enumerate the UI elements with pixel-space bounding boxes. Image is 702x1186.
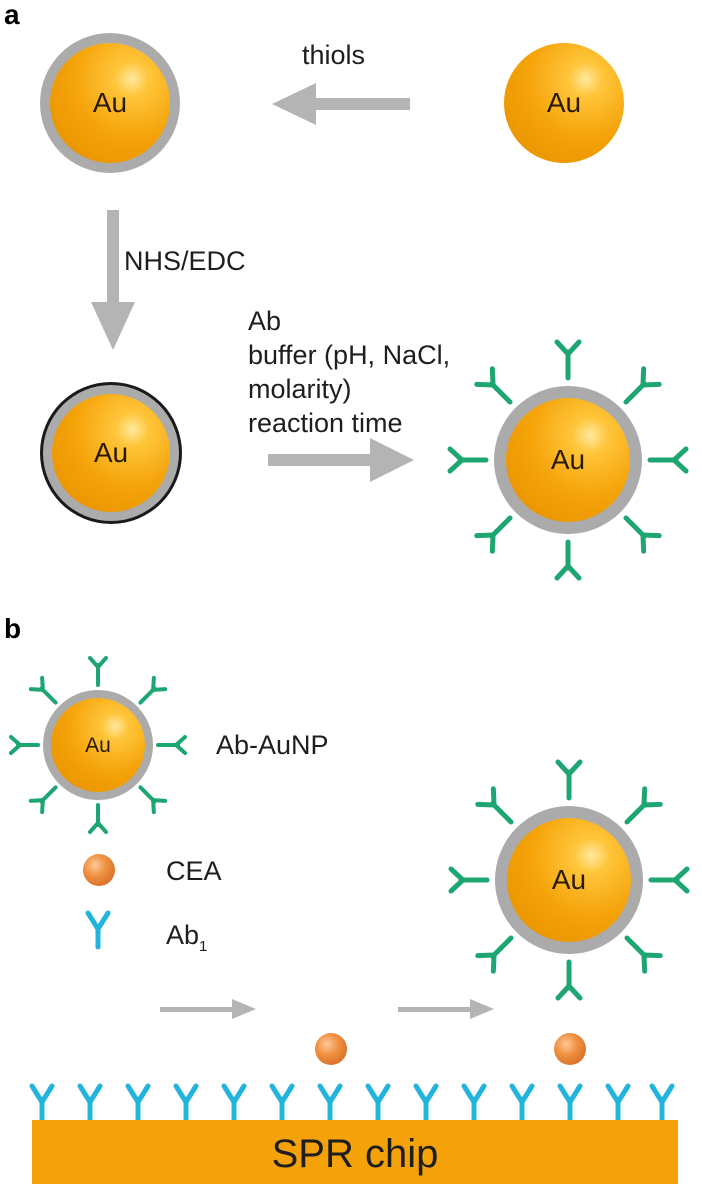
au-label: Au [93, 87, 127, 118]
panel-a-label: a [4, 0, 20, 30]
panel-b-label: b [4, 613, 21, 644]
legend-ab-aunp-label: Ab-AuNP [216, 730, 329, 760]
condition-line-1: Ab [248, 306, 281, 336]
antibody-gold-conjugate: Au [450, 342, 686, 578]
cea-antigen-bound [315, 1033, 347, 1065]
process-arrow-2 [398, 999, 494, 1019]
au-label: Au [552, 864, 586, 895]
bare-gold-particle: Au [504, 43, 624, 163]
ab1-subscript: 1 [199, 938, 207, 955]
spr-chip-label: SPR chip [272, 1132, 439, 1176]
au-label: Au [547, 87, 581, 118]
cea-antigen-sandwich [554, 1033, 586, 1065]
legend-ab1-icon [88, 913, 108, 947]
thiols-label: thiols [302, 40, 365, 70]
ab1-base: Ab [166, 920, 199, 950]
spr-chip: SPR chip [32, 1120, 678, 1184]
thiols-arrow [272, 83, 410, 125]
legend-ab1-label: Ab1 [166, 920, 207, 955]
process-arrow-1 [160, 999, 256, 1019]
nhs-edc-label: NHS/EDC [124, 246, 246, 276]
legend-cea-icon [83, 854, 115, 886]
condition-line-3: molarity) [248, 374, 352, 404]
au-label: Au [85, 734, 111, 757]
legend-ab-aunp-icon: Au [9, 656, 187, 834]
conjugation-arrow [268, 438, 414, 482]
conjugation-conditions: Ab buffer (pH, NaCl, molarity) reaction … [248, 306, 450, 438]
condition-line-2: buffer (pH, NaCl, [248, 340, 450, 370]
au-label: Au [94, 437, 128, 468]
activated-gold-particle: Au [40, 382, 182, 524]
legend-cea-label: CEA [166, 856, 222, 886]
thiol-coated-gold-particle: Au [40, 33, 180, 173]
nhs-edc-arrow [91, 210, 135, 350]
ab1-capture-layer [32, 1086, 672, 1120]
sandwich-ab-aunp: Au [451, 762, 687, 998]
au-label: Au [551, 444, 585, 475]
condition-line-4: reaction time [248, 408, 403, 438]
